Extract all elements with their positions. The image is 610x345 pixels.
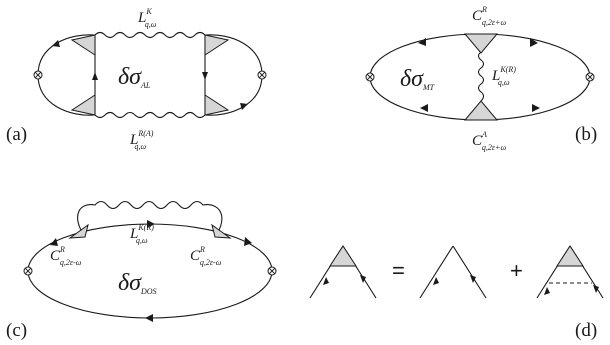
panel-a-arrow-left-up xyxy=(92,72,98,80)
panel-c-propagator-label: LK(R)q,ω xyxy=(129,223,154,245)
panel-b-label: (b) xyxy=(575,124,597,145)
panel-c-fermion-loop xyxy=(27,223,273,319)
panel-d-bare-arrow-right xyxy=(470,275,476,283)
panel-d-equals: = xyxy=(392,258,405,283)
panel-b-current-vertex-right xyxy=(585,72,595,82)
panel-d: = + (d) xyxy=(309,245,604,341)
panel-b-current-vertex-left xyxy=(365,72,375,82)
panel-d-ladder-vertex xyxy=(536,245,604,299)
panel-b-vertex-bottom xyxy=(463,100,499,121)
panel-a-vertex-bottom-left xyxy=(70,94,96,116)
panel-d-ladder-arrow-right xyxy=(593,285,599,293)
panel-d-dressed-vertex xyxy=(309,245,377,299)
panel-d-bare-right-leg xyxy=(452,245,487,299)
panel-a-arrow-loop-left xyxy=(52,40,60,47)
panel-a-vertex-bottom-right xyxy=(204,94,230,116)
panel-c-arrow-top-left xyxy=(50,238,58,246)
panel-d-ladder-triangle xyxy=(556,245,584,267)
panel-c-vertex-left xyxy=(68,223,89,239)
panel-c-correction-label: δσDOS xyxy=(118,270,157,296)
panel-a-fermion-loop-top-right xyxy=(204,34,263,76)
panel-a-wavy-top xyxy=(94,31,206,39)
panel-d-bare-arrow-left xyxy=(433,277,439,285)
panel-c-vertex-right xyxy=(211,223,232,239)
panel-a-arrow-right-down xyxy=(202,72,208,80)
panel-a-arrow-loop-right xyxy=(240,103,248,110)
panel-c-wavy-propagator xyxy=(77,200,223,238)
panel-d-bare-left-leg xyxy=(419,245,454,299)
panel-d-label: (d) xyxy=(575,320,597,341)
panel-d-bare-vertex xyxy=(419,245,487,299)
panel-d-dressed-triangle xyxy=(329,245,357,267)
panel-b-vertex-top xyxy=(463,33,499,54)
panel-b-propagator-label: LK(R)q,ω xyxy=(491,65,516,87)
panel-c-arrow-bottom xyxy=(145,314,153,322)
panel-c-arrow-top-mid xyxy=(147,220,155,228)
panel-a-fermion-loop-bottom-left xyxy=(37,74,96,116)
panel-b-correction-label: δσMT xyxy=(400,66,435,92)
panel-d-dressed-arrow-right xyxy=(360,275,366,283)
panel-a-label: (a) xyxy=(6,124,27,145)
panel-a-vertex-top-left xyxy=(70,34,96,56)
panel-b-arrow-top-right xyxy=(530,38,538,47)
panel-d-ladder-arrow-left xyxy=(544,287,550,295)
panel-c-arrow-top-right xyxy=(244,237,252,246)
panel-d-dressed-arrow-left xyxy=(323,277,329,285)
panel-b-arrow-top-left xyxy=(418,38,426,46)
panel-d-plus: + xyxy=(510,258,523,283)
panel-a-correction-label: δσAL xyxy=(118,64,151,90)
panel-c-label: (c) xyxy=(6,320,27,341)
panel-a-vertex-top-right xyxy=(204,34,230,56)
panel-b-arrow-bottom-left xyxy=(420,104,428,112)
panel-b-arrow-bottom-right xyxy=(532,104,540,112)
panel-a-bottom-propagator-label: LR(A)q,ω xyxy=(129,129,154,151)
panel-a-current-vertex-right xyxy=(257,70,267,80)
panel-c-current-vertex-right xyxy=(267,266,277,276)
panel-a-current-vertex-left xyxy=(33,70,43,80)
panel-b-wavy-propagator xyxy=(477,51,485,102)
panel-c-current-vertex-left xyxy=(23,266,33,276)
panel-a-wavy-bottom xyxy=(94,111,206,119)
